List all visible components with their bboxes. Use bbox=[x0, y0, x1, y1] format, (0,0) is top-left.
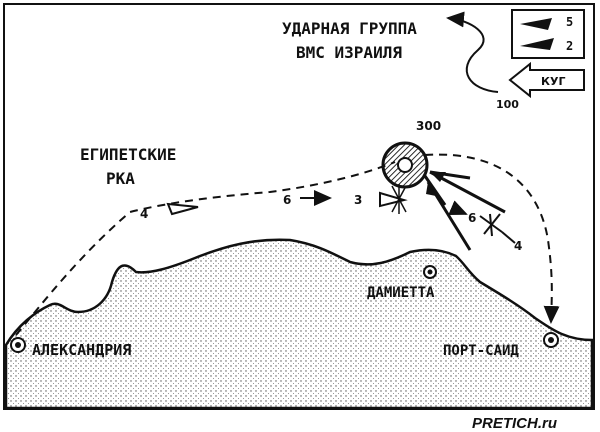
strike-group-dashed-route bbox=[424, 153, 560, 324]
marker-100: 100 bbox=[496, 98, 519, 111]
legend-count-top: 5 bbox=[566, 15, 573, 29]
legend-box bbox=[511, 9, 585, 59]
legend-ship-icon-top bbox=[520, 18, 552, 30]
marker-4-west: 4 bbox=[140, 207, 148, 221]
boat-4-wake bbox=[501, 231, 516, 244]
egypt-label-line-2: РКА bbox=[106, 169, 135, 188]
kug-label: КУГ bbox=[541, 75, 565, 88]
burning-boat-symbol bbox=[391, 184, 407, 214]
title-line-2: ВМС ИЗРАИЛЯ bbox=[296, 43, 402, 62]
egyptian-boat-1 bbox=[166, 202, 199, 216]
boat-6-arrow bbox=[448, 200, 468, 216]
marker-6-west: 6 bbox=[283, 193, 291, 207]
egypt-coastline bbox=[4, 238, 594, 410]
strike-arrowheads bbox=[426, 172, 446, 196]
egyptian-boat-3 bbox=[379, 191, 408, 208]
marker-4-east: 4 bbox=[514, 239, 522, 253]
watermark: PRETICH.ru bbox=[472, 415, 557, 432]
city-damietta-marker bbox=[423, 265, 437, 279]
egyptian-boats-route bbox=[15, 161, 396, 336]
kug-arrow bbox=[508, 61, 585, 99]
missile-strikes bbox=[423, 170, 506, 251]
city-port-said-marker bbox=[543, 332, 559, 348]
egypt-label-line-1: ЕГИПЕТСКИЕ bbox=[80, 145, 176, 164]
strike-group-route bbox=[446, 11, 499, 93]
sunk-boat-symbol bbox=[479, 213, 503, 237]
marker-300: 300 bbox=[416, 119, 441, 133]
legend-ship-icon-bottom bbox=[520, 38, 554, 50]
title-line-1: УДАРНАЯ ГРУППА bbox=[282, 19, 417, 38]
marker-3: 3 bbox=[354, 193, 362, 207]
marker-6-east: 6 bbox=[468, 211, 476, 225]
legend-count-bottom: 2 bbox=[566, 39, 573, 53]
city-alexandria-marker bbox=[10, 337, 26, 353]
city-damietta-label: ДАМИЕТТА bbox=[367, 285, 435, 301]
city-port-said-label: ПОРТ-САИД bbox=[443, 343, 519, 359]
engagement-zone-center bbox=[397, 157, 413, 173]
city-alexandria-label: АЛЕКСАНДРИЯ bbox=[32, 341, 131, 359]
